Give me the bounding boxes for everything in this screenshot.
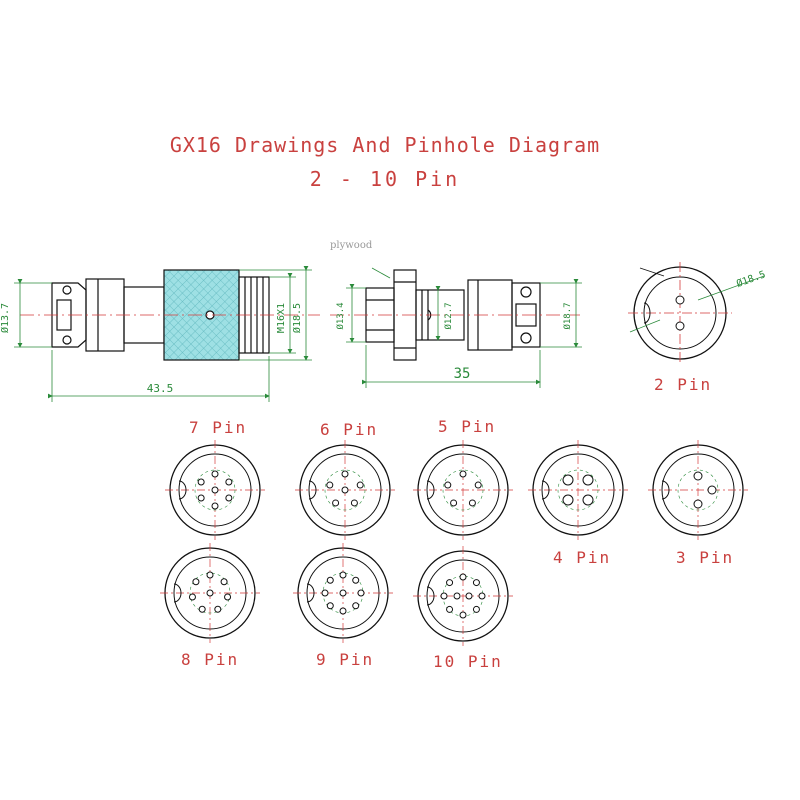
drawing-subtitle: 2 - 10 Pin (309, 167, 461, 191)
pin-hole (211, 470, 219, 478)
face-4-pin (528, 440, 628, 540)
pin-hole (440, 592, 448, 600)
pin-hole (192, 578, 200, 586)
pin-hole (562, 474, 574, 486)
pin-hole (356, 481, 364, 489)
dim-d18-5-plug: Ø18.5 (291, 303, 303, 333)
label-9-pin: 9 Pin (316, 650, 375, 669)
pin-hole (352, 576, 360, 584)
pin-hole (326, 602, 334, 610)
label-2-pin: 2 Pin (654, 375, 713, 394)
label-7-pin: 7 Pin (189, 418, 248, 437)
pin-hole (341, 470, 349, 478)
pinhole-diagrams (160, 440, 748, 646)
pin-hole (211, 486, 219, 494)
pin-hole (707, 485, 717, 495)
pin-hole (332, 499, 340, 507)
pin-hole (453, 592, 461, 600)
pin-hole (693, 499, 703, 509)
watermark-text: plywood (330, 240, 373, 251)
pin-hole (693, 471, 703, 481)
pin-hole (357, 589, 365, 597)
pin-hole (220, 578, 228, 586)
pin-hole (459, 470, 467, 478)
pin-hole (339, 571, 347, 579)
pin-hole (321, 589, 329, 597)
face-2-pin (628, 262, 765, 364)
pin-hole (211, 502, 219, 510)
dim-35: 35 (454, 366, 471, 382)
pin-hole (444, 481, 452, 489)
dim-d13-4: Ø13.4 (335, 302, 346, 329)
pin-hole (474, 481, 482, 489)
label-4-pin: 4 Pin (553, 548, 612, 567)
drawing-sheet (0, 30, 800, 670)
face-3-pin (648, 440, 748, 540)
face-7-pin (165, 440, 265, 540)
pin-hole (478, 592, 486, 600)
plug-dimensions (14, 266, 312, 402)
pin-hole (446, 605, 454, 613)
dim-d18-5-face: Ø18.5 (735, 268, 767, 290)
pin-hole (224, 593, 232, 601)
face-9-pin (293, 543, 393, 643)
pin-hole (350, 499, 358, 507)
dim-d18-7: Ø18.7 (562, 302, 573, 329)
dim-d12-7: Ø12.7 (443, 302, 454, 329)
face-5-pin (413, 440, 513, 540)
pin-hole (188, 593, 196, 601)
pin-hole (197, 494, 205, 502)
pin-hole (225, 478, 233, 486)
label-5-pin: 5 Pin (438, 417, 497, 436)
label-6-pin: 6 Pin (320, 420, 379, 439)
drawing-title: GX16 Drawings And Pinhole Diagram (169, 133, 601, 157)
pin-hole (214, 605, 222, 613)
face-6-pin (295, 440, 395, 540)
pin-hole (582, 494, 594, 506)
pin-hole (562, 494, 574, 506)
label-3-pin: 3 Pin (676, 548, 735, 567)
pin-hole (450, 499, 458, 507)
pin-hole (326, 576, 334, 584)
socket-dimensions (346, 267, 582, 388)
pin-hole (197, 478, 205, 486)
pin-hole (472, 605, 480, 613)
label-8-pin: 8 Pin (181, 650, 240, 669)
dim-43-5: 43.5 (147, 382, 174, 395)
pin-hole (341, 486, 349, 494)
pin-hole (339, 607, 347, 615)
pin-hole (459, 573, 467, 581)
pin-hole (582, 474, 594, 486)
pin-hole (206, 571, 214, 579)
pin-hole (446, 579, 454, 587)
pin-hole (468, 499, 476, 507)
dim-m16: M16X1 (276, 303, 287, 333)
face-8-pin (160, 543, 260, 643)
pin-hole (206, 589, 214, 597)
pin-hole (465, 592, 473, 600)
label-10-pin: 10 Pin (433, 652, 503, 671)
pin-hole (198, 605, 206, 613)
dim-d13-7: Ø13.7 (0, 303, 11, 333)
pin-hole (352, 602, 360, 610)
pin-hole (472, 579, 480, 587)
pin-hole (225, 494, 233, 502)
pin-hole (326, 481, 334, 489)
pin-hole (459, 611, 467, 619)
pin-hole (339, 589, 347, 597)
face-10-pin (413, 546, 513, 646)
